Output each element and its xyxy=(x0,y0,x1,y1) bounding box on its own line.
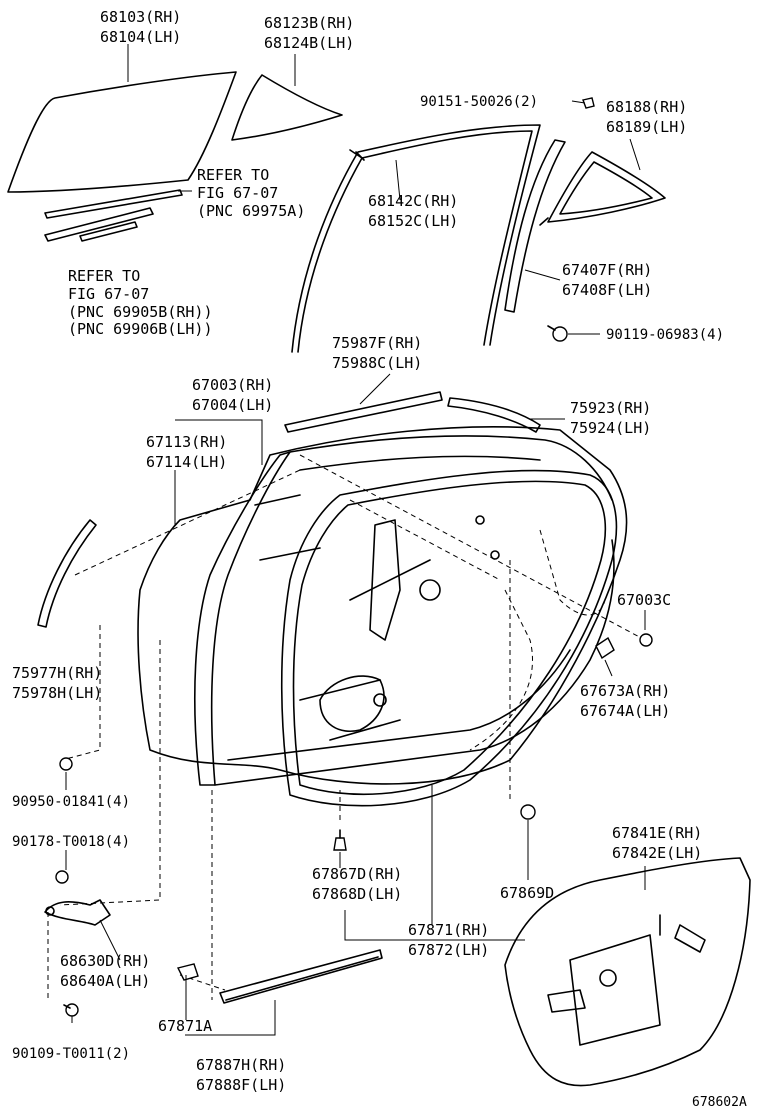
door-weatherstrip-part xyxy=(280,469,618,807)
door-glass-part xyxy=(7,71,237,193)
bolt-90109-part xyxy=(63,1003,79,1017)
label-refer2-c: (PNC 69905B(RH)) xyxy=(68,303,213,321)
bolt-90178-part xyxy=(55,870,69,884)
label-75924: 75924(LH) xyxy=(570,419,651,437)
run-channel-part xyxy=(291,124,541,353)
label-68152c: 68152C(LH) xyxy=(368,212,458,230)
assembly-dashed-lines xyxy=(47,454,646,1000)
rocker-weatherstrip-part xyxy=(219,949,383,1004)
label-68104: 68104(LH) xyxy=(100,28,181,46)
label-67407f: 67407F(RH) xyxy=(562,261,652,279)
clip-67871a-part xyxy=(176,963,199,981)
label-68103: 68103(RH) xyxy=(100,8,181,26)
label-67887h: 67887H(RH) xyxy=(196,1056,286,1074)
label-refer1-a: REFER TO xyxy=(197,166,269,184)
label-67842e: 67842E(LH) xyxy=(612,844,702,862)
label-68189: 68189(LH) xyxy=(606,118,687,136)
label-67841e: 67841E(RH) xyxy=(612,824,702,842)
label-67871: 67871(RH) xyxy=(408,921,489,939)
bolt-90950-part xyxy=(59,757,73,771)
label-67114: 67114(LH) xyxy=(146,453,227,471)
label-67673a: 67673A(RH) xyxy=(580,682,670,700)
label-refer2-a: REFER TO xyxy=(68,267,140,285)
label-90119: 90119-06983(4) xyxy=(606,327,724,343)
label-68124b: 68124B(LH) xyxy=(264,34,354,52)
door-inner-frame-part xyxy=(194,435,615,786)
label-67869d: 67869D xyxy=(500,884,554,902)
label-75923: 75923(RH) xyxy=(570,399,651,417)
outer-belt-molding-part xyxy=(37,519,97,628)
label-68188: 68188(RH) xyxy=(606,98,687,116)
retainer-67867d-part xyxy=(333,829,347,851)
label-75977h: 75977H(RH) xyxy=(12,664,102,682)
label-68640a: 68640A(LH) xyxy=(60,972,150,990)
label-67868d: 67868D(LH) xyxy=(312,885,402,903)
clip-90151-part xyxy=(582,97,595,109)
label-68142c: 68142C(RH) xyxy=(368,192,458,210)
part-labels: 68103(RH) 68104(LH) 68123B(RH) 68124B(LH… xyxy=(12,8,747,1110)
roof-weatherstrip-part xyxy=(284,391,443,433)
label-67674a: 67674A(LH) xyxy=(580,702,670,720)
belt-molding-inner-part xyxy=(44,207,154,242)
cushion-67673a-part xyxy=(595,636,615,660)
label-68630d: 68630D(RH) xyxy=(60,952,150,970)
clip-67003c-part xyxy=(639,633,653,647)
label-67003c: 67003C xyxy=(617,591,671,609)
screw-90119-part xyxy=(547,325,568,342)
label-refer2-d: (PNC 69906B(LH)) xyxy=(68,320,213,338)
label-67408f: 67408F(LH) xyxy=(562,281,652,299)
leader-lines xyxy=(65,44,646,1036)
label-67867d: 67867D(RH) xyxy=(312,865,402,883)
label-67872: 67872(LH) xyxy=(408,941,489,959)
label-refer1-c: (PNC 69975A) xyxy=(197,202,305,220)
figure-id: 678602A xyxy=(692,1095,747,1110)
label-90151: 90151-50026(2) xyxy=(420,94,538,110)
label-67003: 67003(RH) xyxy=(192,376,273,394)
plug-67869d-part xyxy=(520,804,536,820)
label-75988c: 75988C(LH) xyxy=(332,354,422,372)
rear-run-channel-part xyxy=(504,139,566,313)
label-67888f: 67888F(LH) xyxy=(196,1076,286,1094)
label-refer1-b: FIG 67-07 xyxy=(197,184,278,202)
quarter-window-frame-part xyxy=(547,151,666,223)
label-90178: 90178-T0018(4) xyxy=(12,834,130,850)
service-hole-cover-part xyxy=(504,857,751,1087)
label-75987f: 75987F(RH) xyxy=(332,334,422,352)
label-67871a: 67871A xyxy=(158,1017,212,1035)
door-check-part xyxy=(44,899,111,926)
quarter-glass-part xyxy=(231,74,343,141)
label-90109: 90109-T0011(2) xyxy=(12,1046,130,1062)
belt-molding-outer-part xyxy=(44,189,183,219)
label-68123b: 68123B(RH) xyxy=(264,14,354,32)
label-75978h: 75978H(LH) xyxy=(12,684,102,702)
door-outer-panel-part xyxy=(137,426,628,785)
label-90950: 90950-01841(4) xyxy=(12,794,130,810)
rear-weatherstrip-part xyxy=(447,397,541,433)
label-67004: 67004(LH) xyxy=(192,396,273,414)
label-refer2-b: FIG 67-07 xyxy=(68,285,149,303)
label-67113: 67113(RH) xyxy=(146,433,227,451)
